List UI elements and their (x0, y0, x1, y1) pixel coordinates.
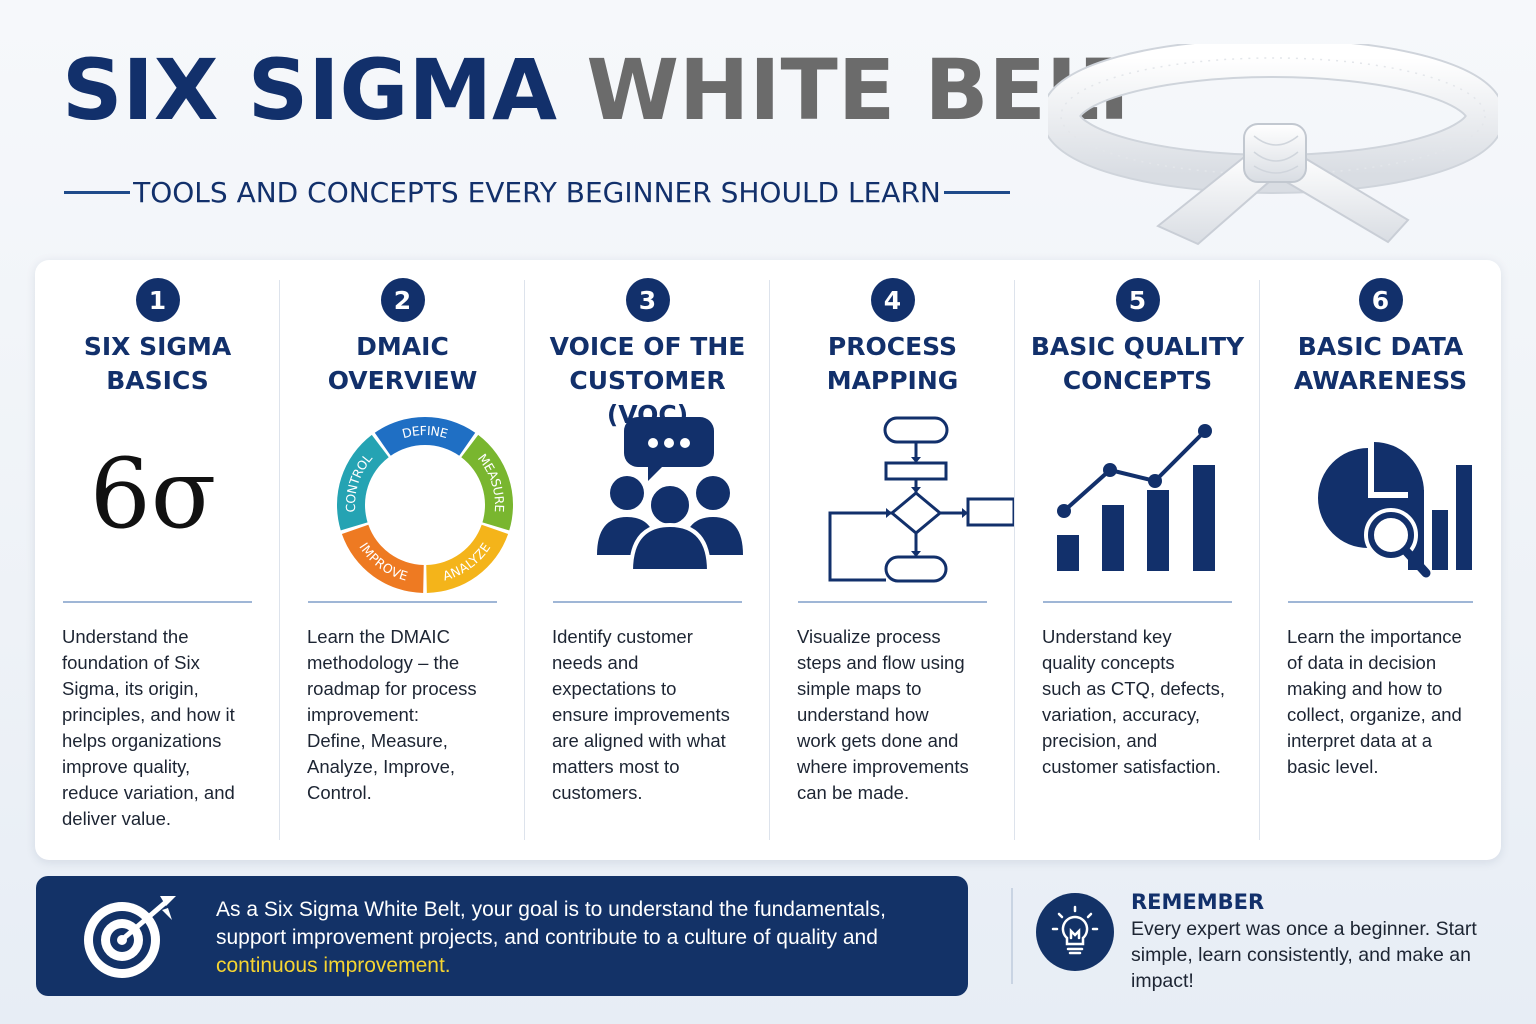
column-divider (279, 280, 280, 840)
topic-number-badge: 1 (135, 278, 180, 322)
column-divider (524, 280, 525, 840)
speech-bubble-icon (624, 417, 714, 481)
data-analysis-icon (1318, 442, 1472, 578)
customers-speech-icon (597, 417, 743, 573)
topic-separator (1043, 601, 1232, 603)
bottom-divider (1011, 888, 1013, 984)
dmaic-label-define: DEFINE (400, 422, 449, 440)
goal-text-main: As a Six Sigma White Belt, your goal is … (216, 898, 887, 949)
topic-title: SIX SIGMA BASICS (83, 332, 232, 395)
column-divider (769, 280, 770, 840)
lightbulb-badge (1036, 893, 1114, 971)
subtitle-rule-left (64, 190, 130, 194)
dmaic-ring (337, 417, 513, 593)
dmaic-segment-define (374, 417, 476, 456)
topic-description: Learn the importance of data in decision… (1287, 626, 1462, 777)
remember-text: Every expert was once a beginner. Start … (1131, 918, 1477, 992)
subtitle-rule-right (943, 190, 1010, 194)
topic-description: Visualize process steps and flow using s… (797, 626, 969, 803)
topic-number-badge: 2 (380, 278, 425, 322)
dmaic-segment-control (337, 434, 389, 531)
flowchart-icon (828, 416, 1015, 583)
dmaic-segment-improve (341, 524, 424, 593)
topic-column-six-sigma-basics: 1 SIX SIGMA BASICS 6σ Understand the fou… (35, 260, 280, 860)
remember-title: REMEMBER (1131, 890, 1265, 914)
topic-separator (798, 601, 987, 603)
dmaic-segment-measure (461, 434, 513, 531)
dmaic-segment-analyze (426, 524, 509, 593)
topic-description: Understand key quality concepts such as … (1042, 626, 1226, 777)
magnifier-icon (1368, 512, 1414, 558)
topic-column-process-mapping: 4 PROCESS MAPPING (770, 260, 1015, 860)
topics-card: 1 SIX SIGMA BASICS 6σ Understand the fou… (35, 260, 1501, 860)
topic-column-voice-of-customer: 3 VOICE OF THE CUSTOMER (VOC) Identify c… (525, 260, 770, 860)
topic-title: DMAIC OVERVIEW (327, 332, 478, 395)
topic-description: Learn the DMAIC methodology – the roadma… (307, 626, 477, 803)
topic-column-basic-quality-concepts: 5 BASIC QUALITY CONCEPTS Understand key … (1015, 260, 1260, 860)
bar-chart-trend-icon (1057, 424, 1215, 571)
topic-separator (308, 601, 497, 603)
white-belt-illustration (1048, 44, 1498, 246)
topic-description: Identify customer needs and expectations… (552, 626, 730, 803)
topic-separator (63, 601, 252, 603)
page-subtitle: TOOLS AND CONCEPTS EVERY BEGINNER SHOULD… (133, 175, 941, 209)
subtitle-row: TOOLS AND CONCEPTS EVERY BEGINNER SHOULD… (64, 170, 1010, 214)
topic-description: Understand the foundation of Six Sigma, … (62, 626, 235, 829)
topic-title: BASIC QUALITY CONCEPTS (1030, 332, 1245, 395)
goal-text: As a Six Sigma White Belt, your goal is … (216, 896, 936, 980)
topic-number-badge: 3 (625, 278, 670, 322)
six-sigma-icon: 6σ (90, 438, 217, 550)
topic-separator (1288, 601, 1473, 603)
topic-title: BASIC DATA AWARENESS (1293, 332, 1468, 395)
topic-number-badge: 4 (870, 278, 915, 322)
goal-banner: As a Six Sigma White Belt, your goal is … (36, 876, 968, 996)
topic-title: PROCESS MAPPING (826, 332, 959, 395)
target-arrow-icon (84, 896, 176, 978)
column-divider (1259, 280, 1260, 840)
topic-number-badge: 6 (1358, 278, 1403, 322)
page-title: SIX SIGMA WHITE BELT (62, 40, 1143, 140)
topic-number-badge: 5 (1115, 278, 1160, 322)
topic-separator (553, 601, 742, 603)
lightbulb-icon (1051, 905, 1099, 955)
goal-text-highlight: continuous improvement. (216, 954, 451, 977)
topic-column-basic-data-awareness: 6 BASIC DATA AWARENESS Learn the importa… (1260, 260, 1501, 860)
title-six-sigma: SIX SIGMA (62, 41, 558, 139)
column-divider (1014, 280, 1015, 840)
six-sigma-symbol: 6σ (90, 438, 217, 550)
